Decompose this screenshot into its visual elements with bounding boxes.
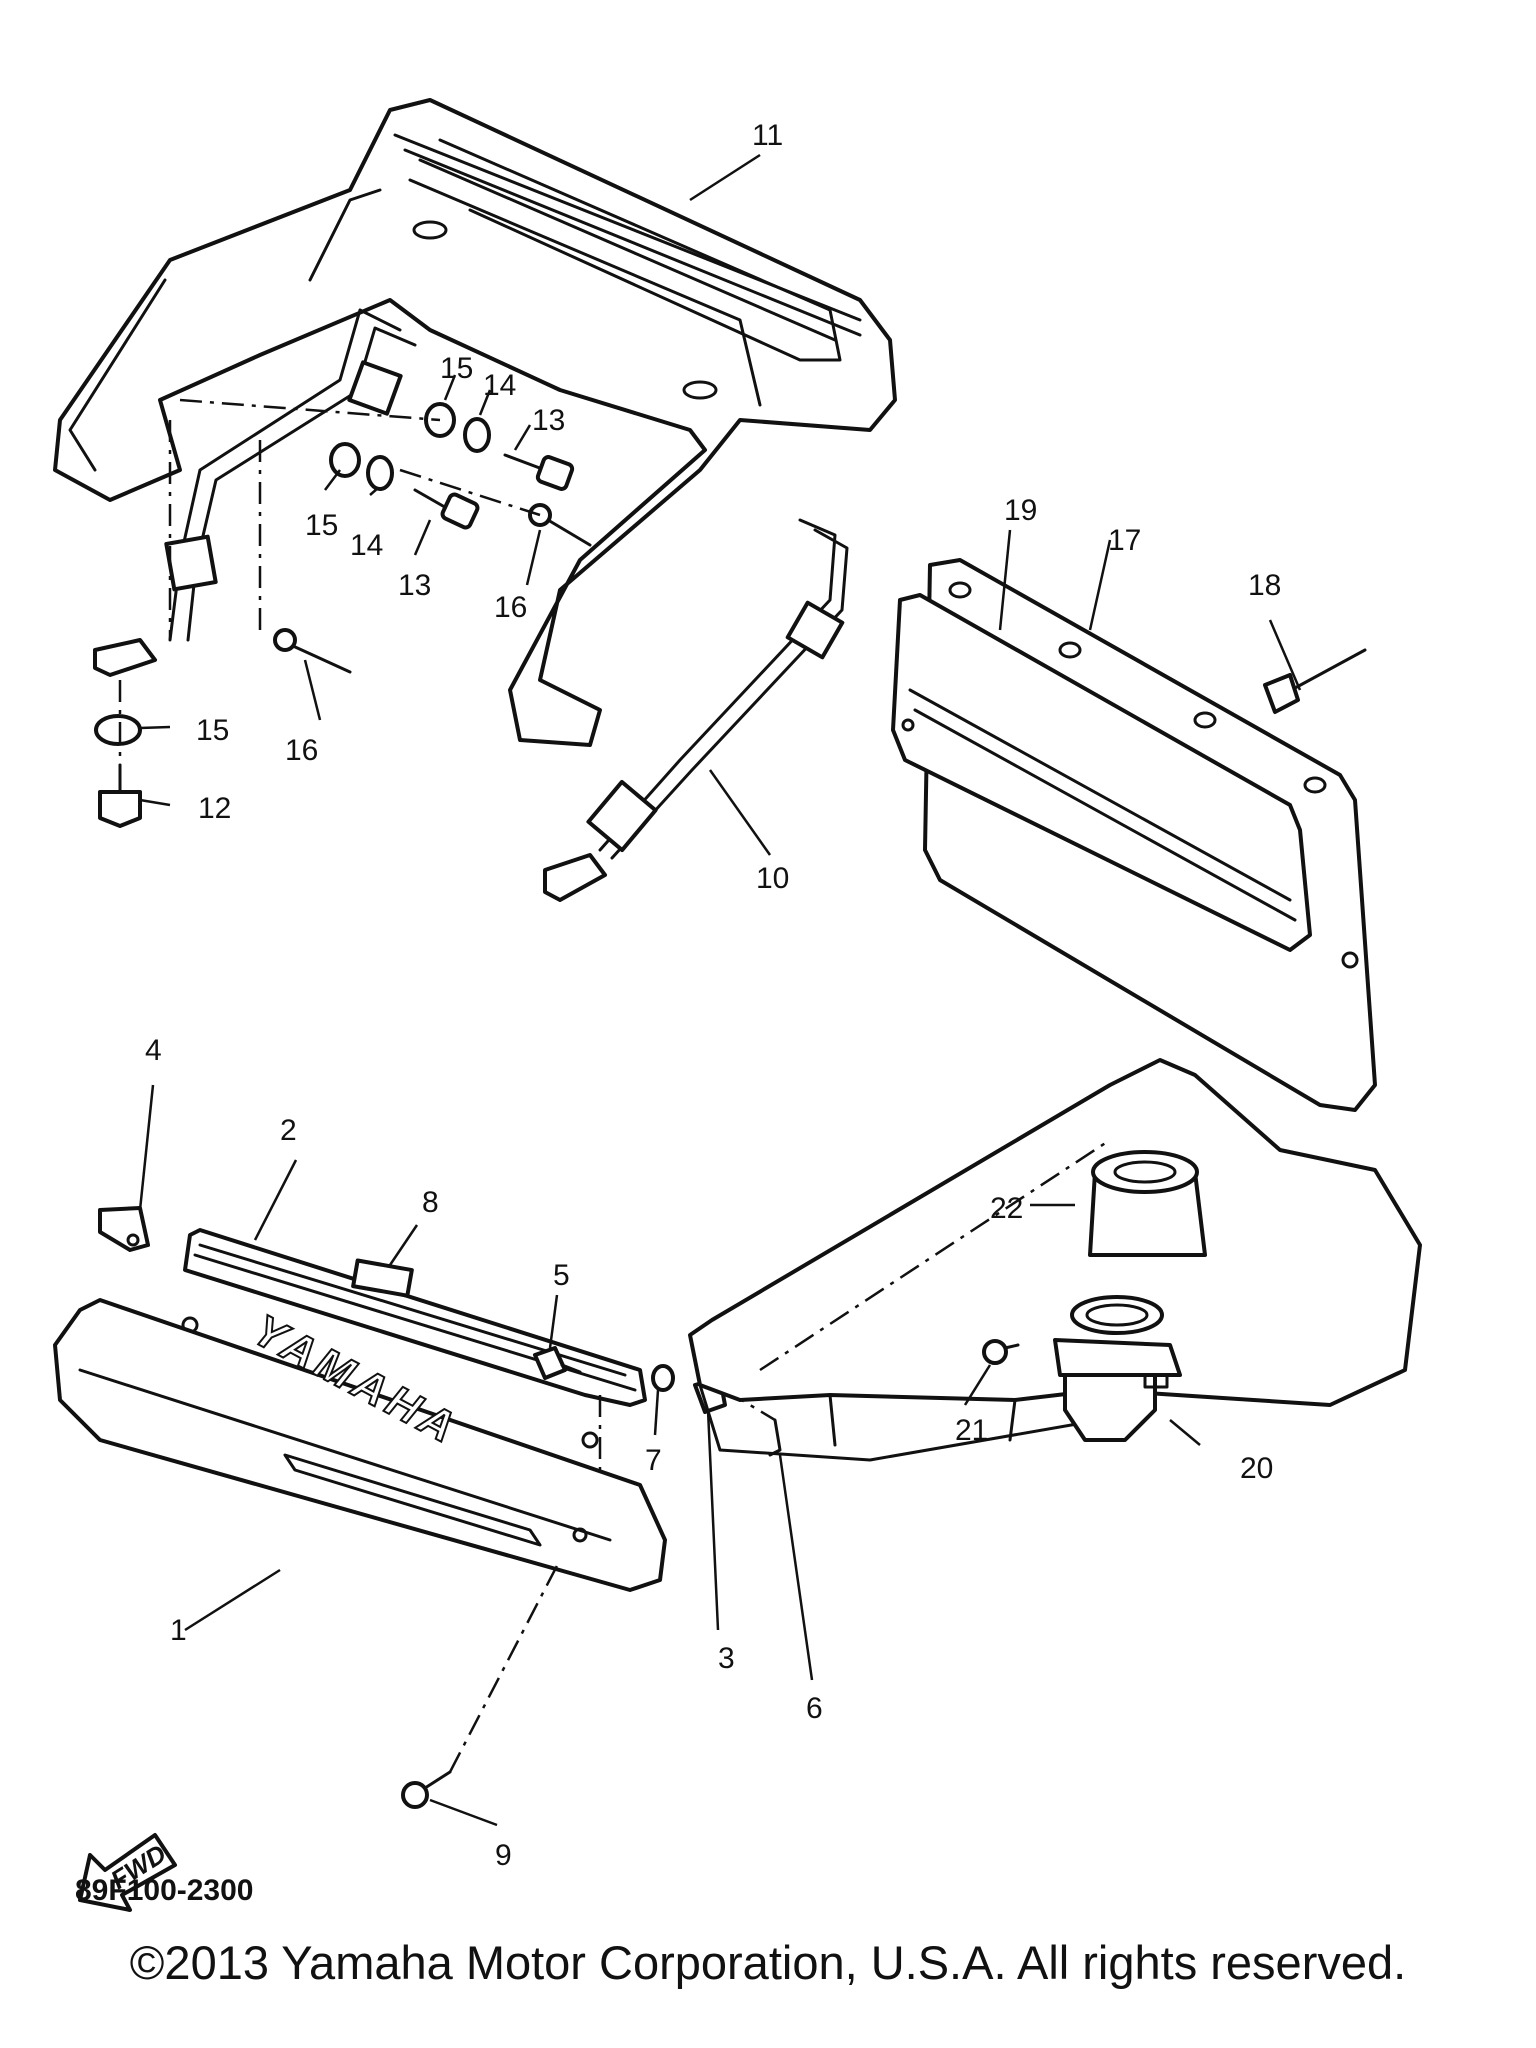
callout-6: 6: [806, 1692, 823, 1725]
bolt-part-13b: [413, 488, 480, 530]
callout-15c: 15: [196, 714, 229, 747]
callout-17: 17: [1108, 524, 1141, 557]
callout-4: 4: [145, 1034, 162, 1067]
callout-13b: 13: [398, 569, 431, 602]
callout-19: 19: [1004, 494, 1037, 527]
callout-8: 8: [422, 1186, 439, 1219]
filler-neck-part-20: [1053, 1295, 1182, 1442]
callout-16b: 16: [285, 734, 318, 767]
callout-14b: 14: [350, 529, 383, 562]
pin-part-6: [768, 1418, 782, 1457]
callout-3: 3: [718, 1642, 735, 1675]
callout-22: 22: [990, 1192, 1023, 1225]
clip-part-18: [1263, 648, 1367, 714]
plug-part-21: [982, 1339, 1020, 1365]
callout-2: 2: [280, 1114, 297, 1147]
fastener-cluster-left: [94, 398, 592, 828]
callout-13a: 13: [532, 404, 565, 437]
callout-21: 21: [955, 1414, 988, 1447]
bracket-part-2: [181, 1228, 647, 1449]
washer-part-15c: [94, 714, 142, 746]
tank-body: [688, 1058, 1422, 1462]
callout-20: 20: [1240, 1452, 1273, 1485]
cap-part-22: [1088, 1150, 1207, 1257]
bracket-part-4: [98, 1206, 150, 1252]
callout-15a: 15: [440, 352, 473, 385]
label-part-8: [351, 1258, 414, 1298]
rivet-part-16b: [273, 628, 352, 674]
leader-lines: [138, 153, 1302, 1827]
callout-labels: 11 15 14 13 15 14 13 16 16 15 12 10 19 1…: [75, 119, 1281, 1907]
callout-18: 18: [1248, 569, 1281, 602]
handle-cover-part-11: [53, 98, 897, 747]
lockwasher-part-14a: [463, 417, 491, 453]
copyright-notice: ©2013 Yamaha Motor Corporation, U.S.A. A…: [129, 1936, 1407, 1989]
callout-12: 12: [198, 792, 231, 825]
washer-part-7: [651, 1364, 675, 1392]
handle-rail-part-10: [93, 308, 849, 902]
washer-part-15b: [329, 442, 361, 478]
lockwasher-part-14b: [366, 455, 394, 491]
gasket-part-19: [891, 593, 1312, 952]
screw-part-5: [533, 1346, 582, 1380]
bolt-part-12: [98, 763, 142, 828]
part-code: 89F100-2300: [75, 1874, 253, 1907]
callout-5: 5: [553, 1259, 570, 1292]
callout-7: 7: [645, 1444, 662, 1477]
front-cover-part-1: YAMAHA: [53, 1298, 667, 1592]
callout-1: 1: [170, 1614, 187, 1647]
screw-part-9: [401, 1559, 562, 1809]
bolt-part-13a: [503, 453, 575, 491]
callout-14a: 14: [483, 369, 516, 402]
callout-16a: 16: [494, 591, 527, 624]
callout-11: 11: [752, 119, 783, 152]
callout-15b: 15: [305, 509, 338, 542]
callout-10: 10: [756, 862, 789, 895]
callout-9: 9: [495, 1839, 512, 1872]
